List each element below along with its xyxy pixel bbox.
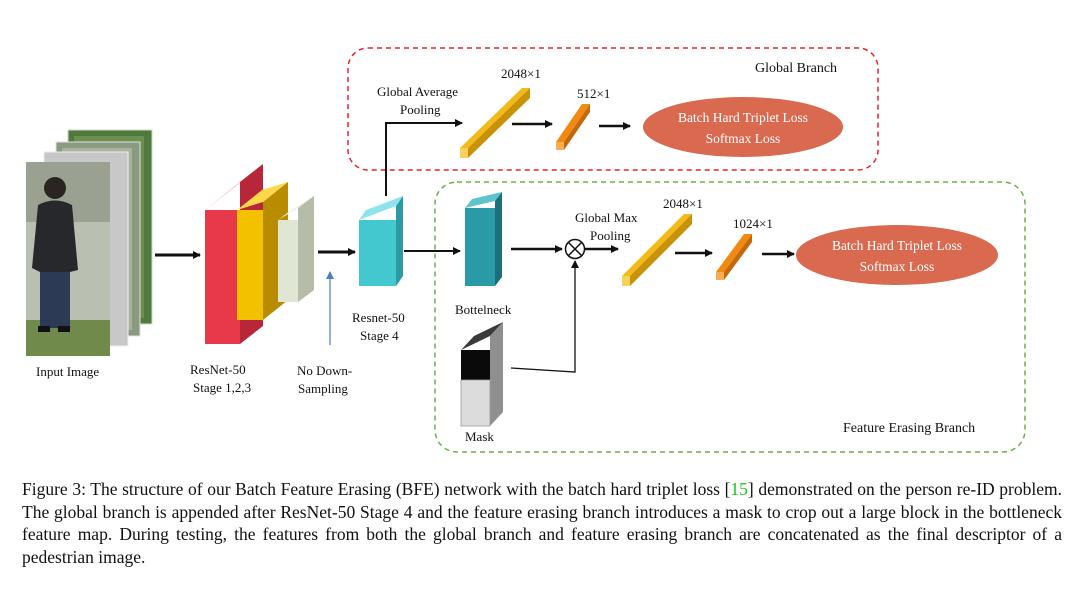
stage123-label-line2: Stage 1,2,3 bbox=[193, 380, 251, 395]
mask-label: Mask bbox=[465, 429, 494, 444]
global-loss-triplet: Batch Hard Triplet Loss bbox=[678, 110, 808, 125]
erasing-vector-2048 bbox=[622, 214, 692, 286]
erasing-loss-softmax: Softmax Loss bbox=[860, 259, 935, 274]
mask-block bbox=[460, 322, 503, 427]
caption-text-prefix: Figure 3: The structure of our Batch Fea… bbox=[22, 479, 731, 499]
erasing-vector-1024 bbox=[716, 234, 752, 280]
global-branch-title: Global Branch bbox=[755, 61, 837, 76]
global-dim-2048: 2048×1 bbox=[501, 66, 541, 81]
stage4-label-line2: Stage 4 bbox=[360, 328, 399, 343]
erasing-loss-triplet: Batch Hard Triplet Loss bbox=[832, 238, 962, 253]
feature-erasing-branch-title: Feature Erasing Branch bbox=[843, 421, 975, 436]
input-image-stack bbox=[26, 129, 153, 356]
erasing-pool-label-line1: Global Max bbox=[575, 210, 638, 225]
arrow-stage4-to-global-pool bbox=[385, 119, 463, 196]
global-loss-softmax: Softmax Loss bbox=[706, 131, 781, 146]
bfe-network-diagram: Global Branch Feature Erasing Branch Inp… bbox=[26, 47, 1026, 453]
feature-erasing-branch-box bbox=[434, 181, 1026, 453]
no-downsampling-label-line2: Sampling bbox=[298, 381, 348, 396]
global-dim-512: 512×1 bbox=[577, 86, 610, 101]
no-downsampling-label-line1: No Down- bbox=[297, 363, 352, 378]
stage4-label-line1: Resnet-50 bbox=[352, 310, 405, 325]
global-vector-512 bbox=[556, 104, 590, 150]
multiply-operator-icon bbox=[564, 238, 586, 260]
caption-text-suffix: ] demonstrated on the person re-ID probl… bbox=[22, 479, 1062, 567]
stage3-block bbox=[278, 196, 314, 302]
global-pool-label-line1: Global Average bbox=[377, 84, 458, 99]
bottleneck-label: Bottelneck bbox=[455, 302, 512, 317]
caption-citation-link[interactable]: 15 bbox=[730, 479, 748, 499]
figure-caption: Figure 3: The structure of our Batch Fea… bbox=[22, 478, 1062, 568]
stage4-block bbox=[359, 196, 403, 286]
erasing-dim-1024: 1024×1 bbox=[733, 216, 773, 231]
global-pool-label-line2: Pooling bbox=[400, 102, 441, 117]
global-loss-oval bbox=[643, 97, 843, 157]
global-vector-2048 bbox=[460, 88, 530, 158]
erasing-dim-2048: 2048×1 bbox=[663, 196, 703, 211]
erasing-loss-oval bbox=[796, 225, 998, 285]
input-image-label: Input Image bbox=[36, 364, 99, 379]
erasing-pool-label-line2: Pooling bbox=[590, 228, 631, 243]
global-branch-box bbox=[347, 47, 879, 171]
bottleneck-block bbox=[465, 192, 502, 286]
arrow-mask-to-multiply bbox=[510, 260, 579, 373]
stage123-label-line1: ResNet-50 bbox=[190, 362, 246, 377]
